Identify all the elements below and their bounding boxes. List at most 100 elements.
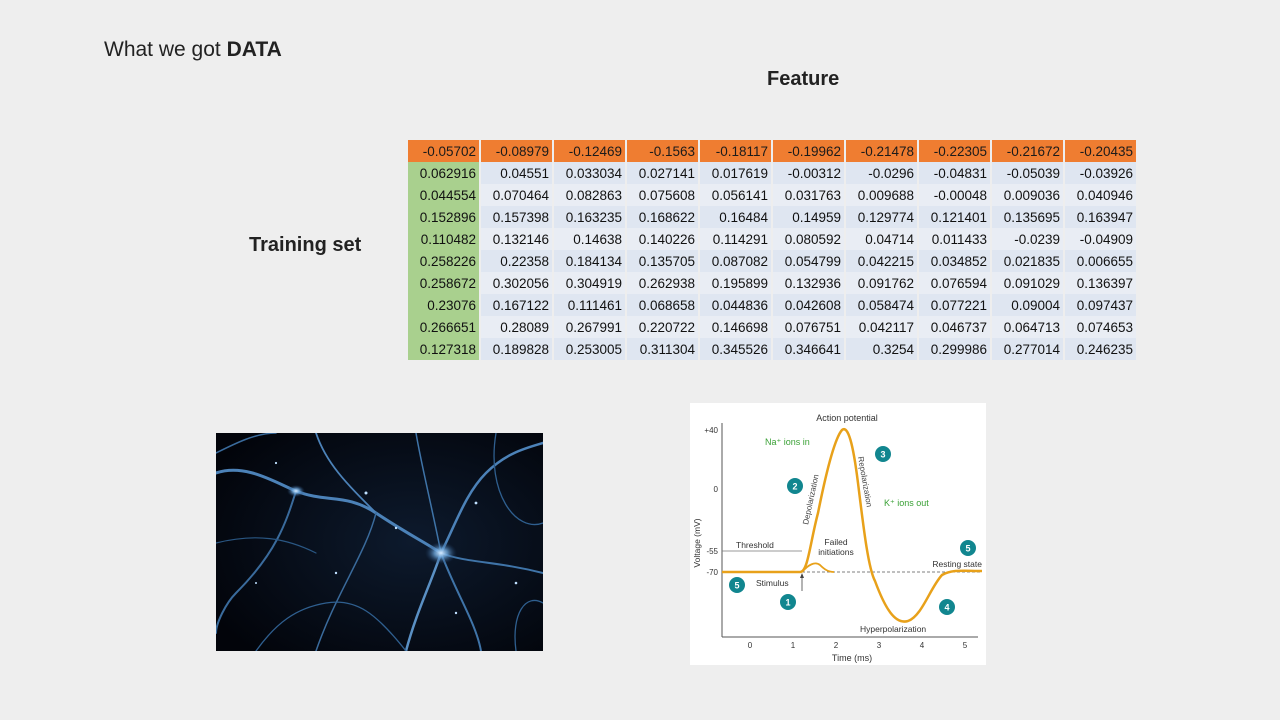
data-table: -0.05702-0.08979-0.12469-0.1563-0.18117-… <box>406 140 1138 360</box>
table-cell: 0.044836 <box>700 294 771 316</box>
hyperpolarization-label: Hyperpolarization <box>860 624 926 634</box>
table-cell: 0.075608 <box>627 184 698 206</box>
table-cell: 0.054799 <box>773 250 844 272</box>
table-cell: 0.163947 <box>1065 206 1136 228</box>
x-tick-label: 5 <box>963 641 968 650</box>
table-cell: 0.076594 <box>919 272 990 294</box>
table-cell: 0.14638 <box>554 228 625 250</box>
threshold-label: Threshold <box>736 540 774 550</box>
table-cell: 0.062916 <box>408 162 479 184</box>
table-cell: 0.082863 <box>554 184 625 206</box>
slide-title: What we got DATA <box>104 38 282 62</box>
table-cell: 0.246235 <box>1065 338 1136 360</box>
table-cell: 0.070464 <box>481 184 552 206</box>
table-cell: 0.220722 <box>627 316 698 338</box>
failed-initiation-curve <box>801 562 835 573</box>
step-badge: 2 <box>787 478 803 494</box>
x-tick-label: 2 <box>834 641 839 650</box>
table-cell: -0.03926 <box>1065 162 1136 184</box>
table-cell: -0.04831 <box>919 162 990 184</box>
table-cell: 0.140226 <box>627 228 698 250</box>
table-cell: 0.163235 <box>554 206 625 228</box>
table-cell: 0.076751 <box>773 316 844 338</box>
table-cell: 0.262938 <box>627 272 698 294</box>
step-badge: 3 <box>875 446 891 462</box>
table-cell: 0.266651 <box>408 316 479 338</box>
table-cell: 0.184134 <box>554 250 625 272</box>
table-cell: -0.08979 <box>481 140 552 162</box>
table-cell: 0.132146 <box>481 228 552 250</box>
table-cell: 0.277014 <box>992 338 1063 360</box>
table-cell: 0.068658 <box>627 294 698 316</box>
y-tick-label: -55 <box>706 547 718 556</box>
action-potential-curve <box>722 427 983 623</box>
table-cell: 0.04714 <box>846 228 917 250</box>
table-cell: 0.009036 <box>992 184 1063 206</box>
table-cell: 0.135695 <box>992 206 1063 228</box>
table-cell: 0.074653 <box>1065 316 1136 338</box>
table-cell: 0.346641 <box>773 338 844 360</box>
table-cell: 0.22358 <box>481 250 552 272</box>
x-tick-label: 0 <box>748 641 753 650</box>
table-cell: 0.040946 <box>1065 184 1136 206</box>
table-cell: 0.080592 <box>773 228 844 250</box>
table-cell: 0.304919 <box>554 272 625 294</box>
step-badge: 4 <box>939 599 955 615</box>
table-cell: 0.258672 <box>408 272 479 294</box>
x-tick-label: 3 <box>877 641 882 650</box>
table-cell: 0.031763 <box>773 184 844 206</box>
table-cell: 0.152896 <box>408 206 479 228</box>
table-cell: 0.258226 <box>408 250 479 272</box>
x-tick-label: 1 <box>791 641 796 650</box>
step-number: 5 <box>965 544 970 554</box>
neuron-network-image <box>216 433 543 651</box>
table-cell: -0.05039 <box>992 162 1063 184</box>
table-cell: -0.12469 <box>554 140 625 162</box>
table-cell: 0.157398 <box>481 206 552 228</box>
table-cell: 0.021835 <box>992 250 1063 272</box>
table-cell: 0.042608 <box>773 294 844 316</box>
table-cell: 0.091762 <box>846 272 917 294</box>
step-badge: 5 <box>960 540 976 556</box>
table-header-row: -0.05702-0.08979-0.12469-0.1563-0.18117-… <box>408 140 1136 162</box>
table-cell: 0.14959 <box>773 206 844 228</box>
step-number: 3 <box>880 450 885 460</box>
table-cell: 0.114291 <box>700 228 771 250</box>
table-cell: 0.027141 <box>627 162 698 184</box>
diagram-ylabel: Voltage (mV) <box>692 518 702 567</box>
table-cell: 0.311304 <box>627 338 698 360</box>
table-cell: -0.00048 <box>919 184 990 206</box>
table-cell: 0.28089 <box>481 316 552 338</box>
diagram-xlabel: Time (ms) <box>832 653 872 663</box>
table-cell: 0.253005 <box>554 338 625 360</box>
table-cell: 0.189828 <box>481 338 552 360</box>
na-ions-label: Na⁺ ions in <box>765 437 810 447</box>
table-cell: 0.056141 <box>700 184 771 206</box>
k-ions-label: K⁺ ions out <box>884 498 929 508</box>
table-cell: 0.146698 <box>700 316 771 338</box>
table-cell: 0.110482 <box>408 228 479 250</box>
table-cell: 0.168622 <box>627 206 698 228</box>
table-cell: 0.195899 <box>700 272 771 294</box>
table-cell: 0.011433 <box>919 228 990 250</box>
x-tick-label: 4 <box>920 641 925 650</box>
table-cell: -0.0239 <box>992 228 1063 250</box>
table-cell: 0.111461 <box>554 294 625 316</box>
table-cell: 0.135705 <box>627 250 698 272</box>
step-badge: 5 <box>729 577 745 593</box>
table-cell: 0.136397 <box>1065 272 1136 294</box>
table-cell: 0.121401 <box>919 206 990 228</box>
table-cell: -0.04909 <box>1065 228 1136 250</box>
table-cell: 0.033034 <box>554 162 625 184</box>
initiations-label: initiations <box>818 547 853 557</box>
table-cell: 0.23076 <box>408 294 479 316</box>
table-cell: 0.046737 <box>919 316 990 338</box>
